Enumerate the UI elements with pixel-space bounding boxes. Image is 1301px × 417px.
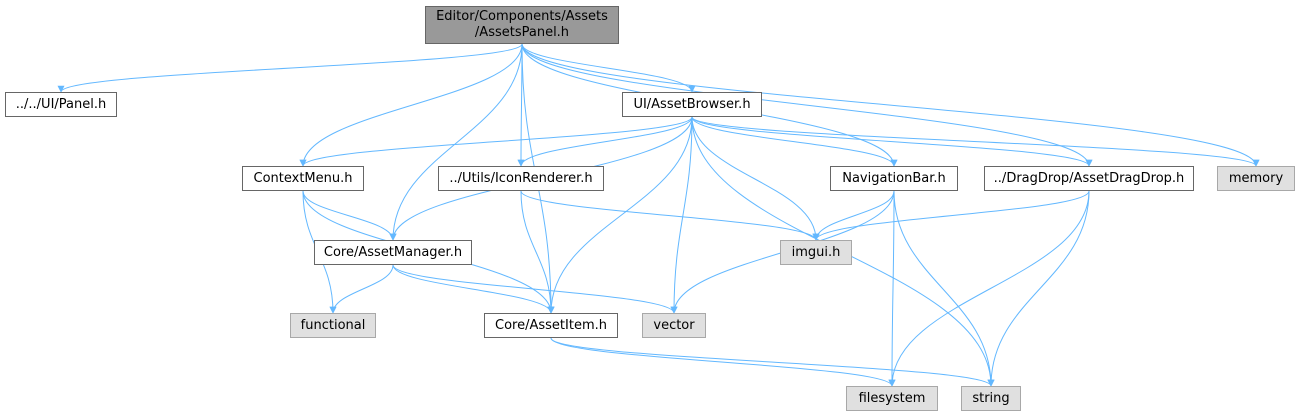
node-navigation-bar-label: NavigationBar.h [842,170,946,186]
node-memory[interactable]: memory [1217,166,1295,191]
node-vector-label: vector [653,317,695,333]
edge-asset_drag_drop-to-filesystem [888,190,1090,387]
node-navigation-bar[interactable]: NavigationBar.h [830,166,958,191]
node-imgui[interactable]: imgui.h [780,240,852,265]
node-string-label: string [972,390,1010,406]
edge-asset_item-to-filesystem [550,337,896,387]
edge-asset_browser-to-vector [670,116,693,314]
node-ui-panel-label: ../../UI/Panel.h [15,96,107,112]
node-asset-browser[interactable]: UI/AssetBrowser.h [622,92,762,117]
edge-assets_panel-to-asset_drag_drop [521,43,1093,167]
edge-asset_browser-to-asset_item [547,116,693,314]
edge-assets_panel-to-memory [521,43,1260,167]
edge-asset_browser-to-asset_drag_drop [691,116,1093,167]
edge-asset_drag_drop-to-string [987,190,1090,387]
node-memory-label: memory [1228,170,1284,186]
node-asset-drag-drop[interactable]: ../DragDrop/AssetDragDrop.h [984,166,1194,191]
node-icon-renderer[interactable]: ../Utils/IconRenderer.h [438,166,604,191]
edge-navigation_bar-to-filesystem [888,190,896,387]
edge-assets_panel-to-ui_panel [57,43,523,93]
edge-icon_renderer-to-imgui [520,190,820,241]
node-string[interactable]: string [961,386,1021,411]
node-asset-manager-label: Core/AssetManager.h [323,244,463,260]
node-filesystem[interactable]: filesystem [846,386,938,411]
edge-asset_manager-to-functional [329,264,394,314]
node-vector[interactable]: vector [642,313,706,338]
node-asset-drag-drop-label: ../DragDrop/AssetDragDrop.h [993,170,1185,186]
edge-asset_browser-to-navigation_bar [691,116,898,167]
edge-icon_renderer-to-asset_item [520,190,555,314]
node-functional[interactable]: functional [290,313,376,338]
node-filesystem-label: filesystem [858,390,926,406]
edge-asset_browser-to-imgui [691,116,820,241]
node-assets-panel[interactable]: Editor/Components/Assets /AssetsPanel.h [425,6,619,44]
node-icon-renderer-label: ../Utils/IconRenderer.h [449,170,593,186]
edge-context_menu-to-asset_manager [302,190,397,241]
node-asset-item[interactable]: Core/AssetItem.h [484,313,618,338]
edge-navigation_bar-to-imgui [812,190,895,241]
edge-asset_browser-to-icon_renderer [517,116,693,167]
edge-asset_browser-to-context_menu [299,116,693,167]
edge-asset_item-to-string [550,337,995,387]
edge-asset_manager-to-vector [392,264,678,314]
node-imgui-label: imgui.h [791,244,841,260]
edge-assets_panel-to-context_menu [299,43,523,167]
node-asset-browser-label: UI/AssetBrowser.h [633,96,751,112]
node-asset-manager[interactable]: Core/AssetManager.h [314,240,472,265]
node-asset-item-label: Core/AssetItem.h [495,317,607,333]
node-context-menu-label: ContextMenu.h [253,170,353,186]
edge-assets_panel-to-asset_manager [389,43,523,241]
node-functional-label: functional [300,317,366,333]
node-context-menu[interactable]: ContextMenu.h [242,166,364,191]
edge-asset_drag_drop-to-imgui [812,190,1090,241]
edge-asset_browser-to-memory [691,116,1260,167]
node-ui-panel[interactable]: ../../UI/Panel.h [5,92,117,117]
edge-asset_manager-to-asset_item [392,264,555,314]
node-assets-panel-label: Editor/Components/Assets /AssetsPanel.h [436,9,608,40]
